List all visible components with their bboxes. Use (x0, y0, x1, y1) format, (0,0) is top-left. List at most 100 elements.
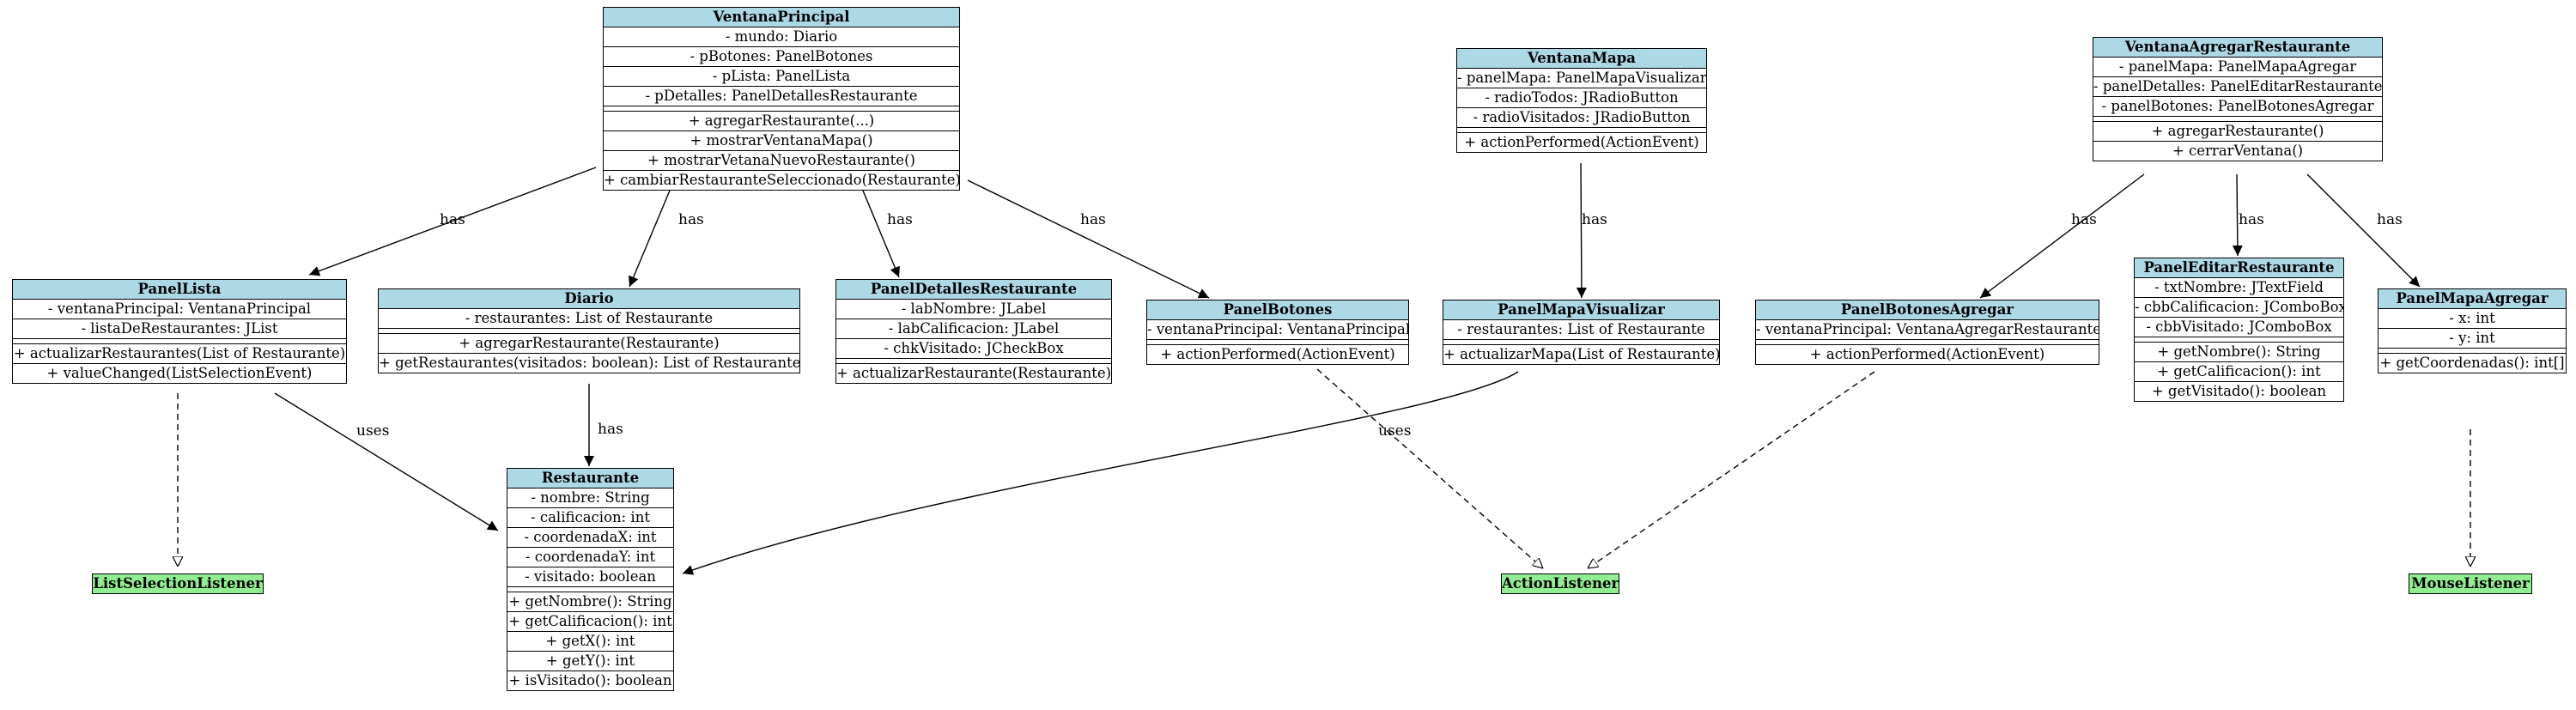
compartment-divider (1457, 128, 1706, 133)
compartment-divider (836, 359, 1111, 364)
class-name: Restaurante (507, 469, 673, 489)
class-attribute: - listaDeRestaurantes: JList (13, 319, 346, 339)
edge-ventana-agregar-restaurante-to-panel-mapa-agregar (2306, 173, 2421, 288)
class-attribute: - pDetalles: PanelDetallesRestaurante (604, 87, 959, 106)
class-method: + actionPerformed(ActionEvent) (1464, 134, 1699, 150)
class-panel-mapa-agregar: PanelMapaAgregar- x: int- y: int+ getCoo… (2378, 288, 2567, 373)
edge-panel-botones-to-action-listener (1316, 368, 1543, 568)
class-attribute: - visitado: boolean (507, 567, 673, 587)
interface-list-selection-listener: ListSelectionListener (92, 573, 264, 594)
class-attribute: - txtNombre: JTextField (2135, 278, 2343, 298)
class-attribute: - cbbCalificacion: JComboBox (2135, 298, 2343, 318)
class-panel-mapa-visualizar: PanelMapaVisualizar- restaurantes: List … (1443, 300, 1720, 365)
edge-label: has (678, 211, 704, 228)
edge-panel-botones-agregar-to-action-listener (1588, 371, 1875, 568)
class-attribute: - mundo: Diario (604, 27, 959, 47)
edge-ventana-principal-to-diario (629, 179, 675, 288)
class-method: + getY(): int (507, 652, 673, 671)
edge-label: has (598, 421, 623, 438)
class-name: PanelDetallesRestaurante (836, 280, 1111, 300)
class-name: PanelLista (13, 280, 346, 300)
edge-label: has (1582, 211, 1607, 228)
class-panel-lista: PanelLista- ventanaPrincipal: VentanaPri… (12, 279, 347, 384)
interface-action-listener: ActionListener (1501, 573, 1619, 594)
compartment-divider (604, 106, 959, 112)
edge-ventana-agregar-restaurante-to-panel-editar-restaurante (2232, 173, 2243, 257)
class-method: + agregarRestaurante() (2093, 122, 2382, 142)
edge-label: has (2239, 211, 2264, 228)
class-name: PanelEditarRestaurante (2135, 258, 2343, 278)
class-method: + actualizarRestaurantes(List of Restaur… (13, 344, 346, 364)
class-ventana-agregar-restaurante: VentanaAgregarRestaurante- panelMapa: Pa… (2093, 37, 2383, 161)
compartment-divider (2135, 337, 2343, 343)
class-name: PanelMapaVisualizar (1443, 300, 1719, 320)
class-attribute: - y: int (2379, 329, 2566, 349)
class-method: + getRestaurantes(visitados: boolean): L… (379, 355, 799, 371)
interface-mouse-listener: MouseListener (2409, 573, 2532, 594)
edge-label: has (1080, 211, 1106, 228)
class-method: + actualizarRestaurante(Restaurante) (836, 365, 1111, 381)
class-attribute: - pBotones: PanelBotones (604, 47, 959, 67)
edge-label: has (2071, 211, 2097, 228)
class-attribute: - radioTodos: JRadioButton (1457, 88, 1706, 108)
class-method: + mostrarVentanaMapa() (604, 131, 959, 151)
class-name: VentanaAgregarRestaurante (2093, 38, 2382, 58)
class-attribute: - coordenadaY: int (507, 548, 673, 567)
class-method: + valueChanged(ListSelectionEvent) (46, 365, 313, 381)
class-attribute: - cbbVisitado: JComboBox (2135, 318, 2343, 337)
edge-panel-mapa-visualizar-to-restaurante (682, 371, 1519, 575)
class-attribute: - calificacion: int (507, 508, 673, 528)
class-name: VentanaPrincipal (604, 8, 959, 27)
compartment-divider (13, 339, 346, 344)
edge-ventana-agregar-restaurante-to-panel-botones-agregar (1979, 173, 2145, 299)
class-attribute: - radioVisitados: JRadioButton (1457, 108, 1706, 128)
class-name: PanelBotones (1147, 300, 1408, 320)
compartment-divider (1756, 340, 2099, 345)
class-attribute: - panelDetalles: PanelEditarRestaurante (2093, 77, 2382, 97)
class-panel-botones: PanelBotones- ventanaPrincipal: VentanaP… (1146, 300, 1409, 365)
class-name: VentanaMapa (1457, 49, 1706, 69)
class-method: + agregarRestaurante(Restaurante) (379, 334, 799, 354)
class-attribute: - pLista: PanelLista (604, 67, 959, 87)
class-name: PanelBotonesAgregar (1756, 300, 2099, 320)
edge-label: uses (356, 422, 390, 440)
class-ventana-principal: VentanaPrincipal- mundo: Diario- pBotone… (603, 7, 960, 191)
edge-label: uses (1378, 422, 1412, 440)
edge-label: has (887, 211, 913, 228)
class-attribute: - panelMapa: PanelMapaVisualizar (1457, 69, 1706, 88)
compartment-divider (379, 329, 799, 334)
class-method: + getX(): int (507, 632, 673, 652)
class-panel-botones-agregar: PanelBotonesAgregar- ventanaPrincipal: V… (1755, 300, 2099, 365)
class-attribute: - labNombre: JLabel (836, 300, 1111, 319)
class-method: + getCalificacion(): int (2135, 362, 2343, 382)
class-attribute: - chkVisitado: JCheckBox (836, 339, 1111, 359)
class-attribute: - ventanaPrincipal: VentanaPrincipal (13, 300, 346, 319)
compartment-divider (2379, 349, 2566, 354)
class-method: + actionPerformed(ActionEvent) (1809, 346, 2045, 362)
edge-panel-lista-to-restaurante (274, 392, 499, 531)
compartment-divider (507, 587, 673, 592)
compartment-divider (2093, 117, 2382, 122)
class-method: + actionPerformed(ActionEvent) (1160, 346, 1395, 362)
edge-ventana-principal-to-panel-lista (308, 167, 597, 276)
class-attribute: - restaurantes: List of Restaurante (379, 309, 799, 329)
edge-ventana-principal-to-panel-botones (967, 179, 1210, 299)
edge-ventana-principal-to-panel-detalles-restaurante (858, 179, 900, 278)
class-method: + getVisitado(): boolean (2151, 383, 2327, 399)
class-panel-detalles-restaurante: PanelDetallesRestaurante- labNombre: JLa… (835, 279, 1112, 384)
class-attribute: - panelBotones: PanelBotonesAgregar (2093, 97, 2382, 117)
compartment-divider (1443, 340, 1719, 345)
class-method: + getCalificacion(): int (507, 612, 673, 632)
edge-ventana-mapa-to-panel-mapa-visualizar (1576, 162, 1587, 299)
class-method: + mostrarVetanaNuevoRestaurante() (604, 151, 959, 171)
class-attribute: - labCalificacion: JLabel (836, 319, 1111, 339)
class-method: + getNombre(): String (507, 592, 673, 612)
class-attribute: - ventanaPrincipal: VentanaPrincipal (1147, 320, 1408, 340)
class-attribute: - x: int (2379, 309, 2566, 329)
class-method: + cambiarRestauranteSeleccionado(Restaur… (604, 172, 959, 188)
class-attribute: - nombre: String (507, 489, 673, 508)
class-panel-editar-restaurante: PanelEditarRestaurante- txtNombre: JText… (2134, 258, 2344, 402)
class-method: + getNombre(): String (2135, 343, 2343, 362)
